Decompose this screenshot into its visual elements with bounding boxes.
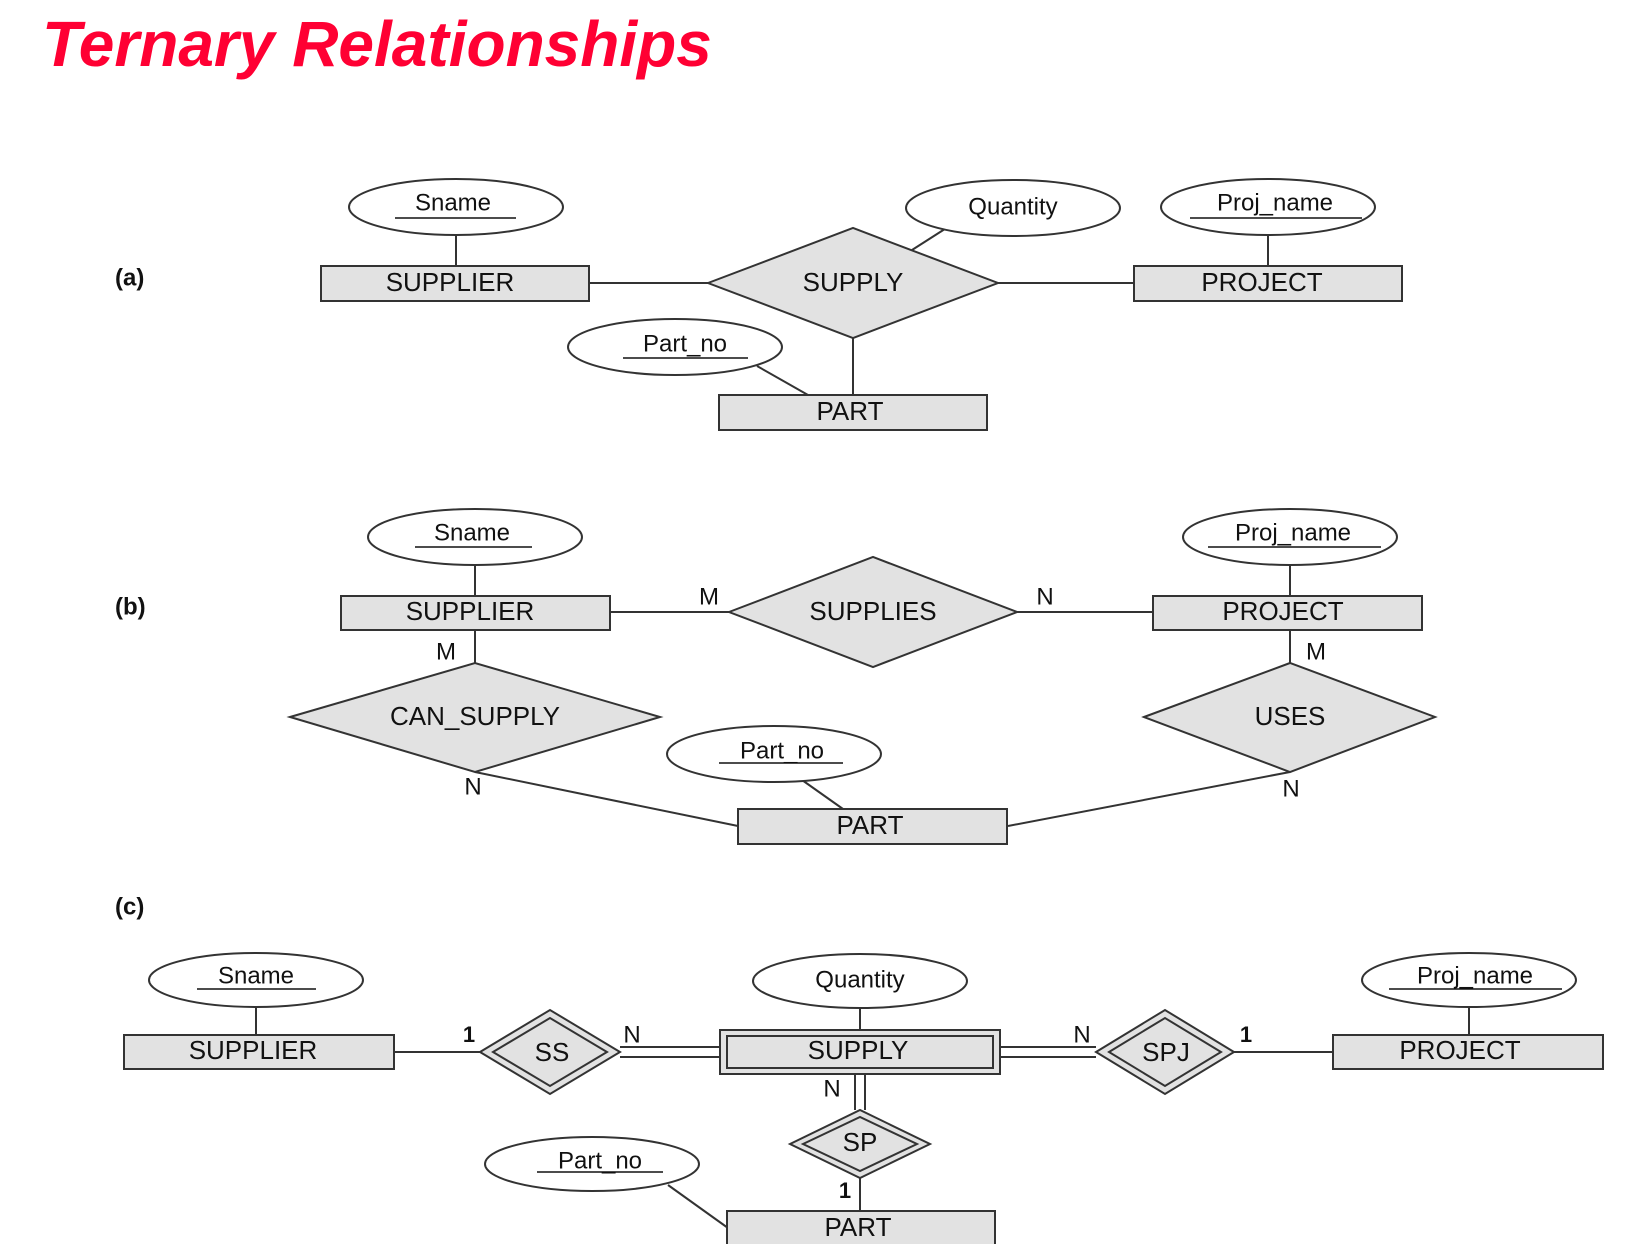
- panel-b: (b) Sname Proj_name Part_no SUPPLIER PRO…: [115, 508, 1438, 845]
- cardinality-label: 1: [463, 1022, 475, 1047]
- panel-a: (a) Sname Quantity Proj_name Part_no SUP…: [115, 178, 1403, 431]
- attribute-part-no: [567, 318, 783, 376]
- relationship-uses: [1141, 661, 1438, 774]
- attribute-quantity: [905, 179, 1121, 237]
- attribute-part-no: [484, 1136, 700, 1192]
- entity-supplier: [340, 595, 611, 631]
- entity-supplier-label: SUPPLIER: [386, 267, 515, 297]
- cardinality-label: M: [699, 583, 719, 610]
- cardinality-label: N: [623, 1021, 640, 1048]
- identifying-relationship-ss-label: SS: [535, 1037, 570, 1067]
- attribute-proj-name: [1182, 508, 1398, 566]
- attribute-sname-label: Sname: [415, 189, 491, 216]
- connector: [474, 771, 739, 827]
- entity-project-label: PROJECT: [1222, 596, 1343, 626]
- entity-supplier-label: SUPPLIER: [406, 596, 535, 626]
- attribute-proj-name-label: Proj_name: [1417, 962, 1533, 989]
- connector: [801, 779, 844, 810]
- relationship-can-supply-label: CAN_SUPPLY: [390, 701, 560, 731]
- identifying-relationship-inner-border: [1107, 1016, 1223, 1088]
- entity-project: [1133, 265, 1403, 302]
- relationship-uses-label: USES: [1255, 701, 1326, 731]
- identifying-relationship-sp-label: SP: [843, 1127, 878, 1157]
- attribute-sname: [348, 178, 564, 236]
- attribute-part-no-label: Part_no: [643, 330, 727, 357]
- weak-entity-supply: [719, 1029, 1001, 1075]
- cardinality-label: N: [1282, 775, 1299, 802]
- entity-part-label: PART: [837, 810, 904, 840]
- attribute-proj-name-label: Proj_name: [1217, 189, 1333, 216]
- panel-c-label: (c): [115, 893, 144, 920]
- panel-c: (c) Sname Quantity Proj_name Part_no SUP…: [115, 893, 1604, 1244]
- attribute-quantity: [752, 953, 968, 1009]
- relationship-supplies-label: SUPPLIES: [809, 596, 936, 626]
- cardinality-label: N: [823, 1075, 840, 1102]
- entity-project-label: PROJECT: [1201, 267, 1322, 297]
- relationship-supply: [705, 226, 1001, 340]
- identifying-relationship-ss: [478, 1008, 622, 1096]
- cardinality-label: 1: [1240, 1022, 1252, 1047]
- identifying-relationship-inner-border: [800, 1115, 920, 1173]
- entity-project-label: PROJECT: [1399, 1035, 1520, 1065]
- page-title: Ternary Relationships: [42, 8, 712, 80]
- attribute-part-no-label: Part_no: [558, 1147, 642, 1174]
- relationship-supplies: [726, 555, 1020, 669]
- attribute-quantity-label: Quantity: [815, 966, 904, 993]
- entity-part: [718, 394, 988, 431]
- entity-project: [1332, 1034, 1604, 1070]
- entity-supplier-label: SUPPLIER: [189, 1035, 318, 1065]
- panel-a-label: (a): [115, 264, 144, 291]
- entity-part: [726, 1210, 996, 1244]
- weak-entity-supply-label: SUPPLY: [808, 1035, 909, 1065]
- identifying-relationship-spj-label: SPJ: [1142, 1037, 1190, 1067]
- connector: [667, 1184, 729, 1229]
- attribute-sname: [148, 952, 364, 1008]
- entity-supplier: [123, 1034, 395, 1070]
- connector: [911, 226, 949, 251]
- cardinality-label: N: [464, 773, 481, 800]
- entity-part: [737, 808, 1008, 845]
- attribute-quantity-label: Quantity: [968, 193, 1057, 220]
- panel-b-label: (b): [115, 593, 146, 620]
- attribute-proj-name: [1361, 952, 1577, 1008]
- identifying-relationship-spj: [1094, 1008, 1236, 1096]
- attribute-proj-name: [1160, 178, 1376, 236]
- attribute-proj-name-label: Proj_name: [1235, 519, 1351, 546]
- connector: [756, 365, 809, 396]
- relationship-supply-label: SUPPLY: [803, 267, 904, 297]
- cardinality-label: M: [1306, 638, 1326, 665]
- cardinality-label: 1: [839, 1178, 851, 1203]
- attribute-sname-label: Sname: [218, 962, 294, 989]
- cardinality-label: N: [1073, 1021, 1090, 1048]
- attribute-part-no-label: Part_no: [740, 737, 824, 764]
- entity-part-label: PART: [825, 1212, 892, 1242]
- cardinality-label: N: [1036, 583, 1053, 610]
- connector: [1007, 771, 1291, 827]
- identifying-relationship-inner-border: [491, 1016, 609, 1088]
- cardinality-label: M: [436, 638, 456, 665]
- relationship-can-supply: [286, 661, 664, 774]
- attribute-sname: [367, 508, 583, 566]
- attribute-part-no: [666, 725, 882, 783]
- weak-entity-inner-border: [726, 1035, 994, 1069]
- identifying-relationship-sp: [787, 1108, 933, 1180]
- attribute-sname-label: Sname: [434, 519, 510, 546]
- entity-supplier: [320, 265, 590, 302]
- entity-part-label: PART: [817, 396, 884, 426]
- entity-project: [1152, 595, 1423, 631]
